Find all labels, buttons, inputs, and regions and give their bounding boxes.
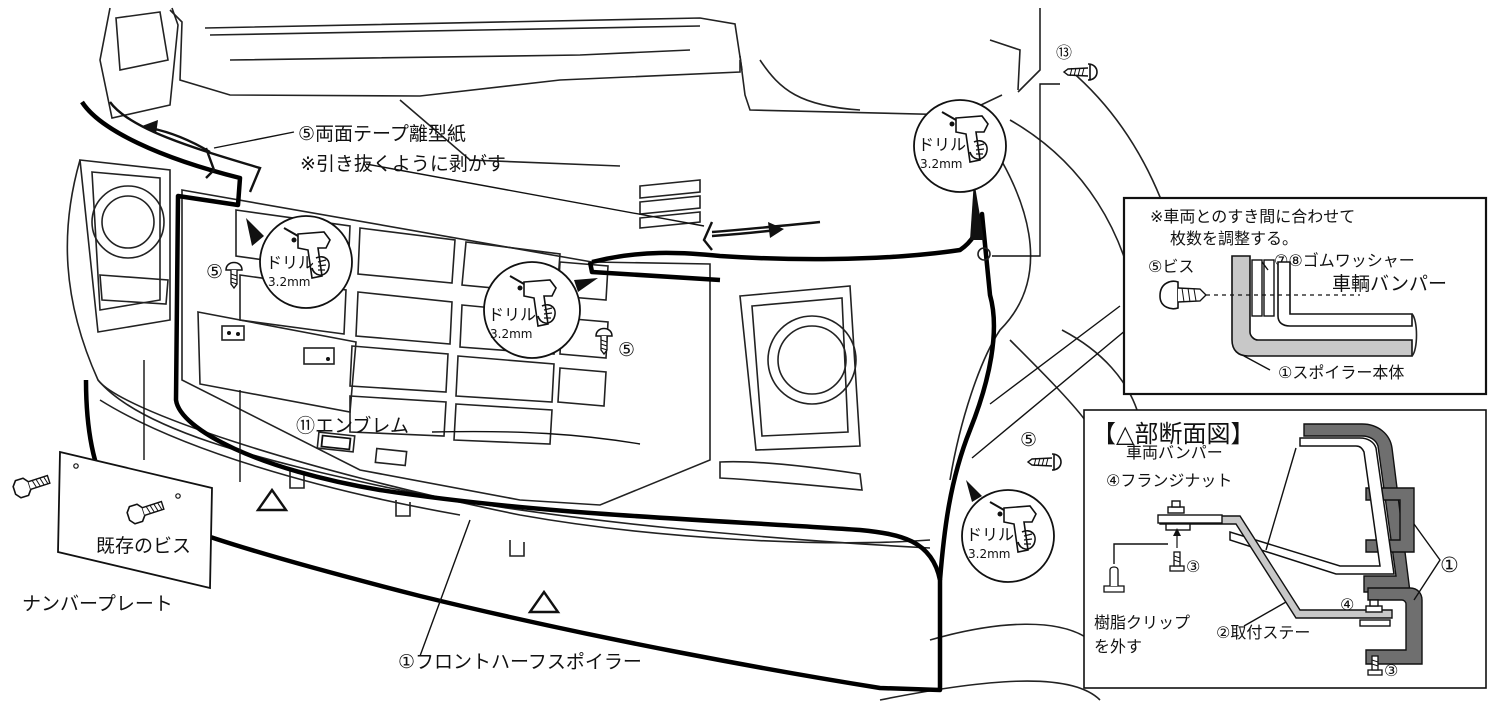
section-vehicle-bumper-label: 車両バンパー <box>1126 443 1223 462</box>
drill-label: ドリル <box>966 525 1014 544</box>
number-plate-label: ナンバープレート <box>22 593 173 615</box>
spoiler-body-label: ①スポイラー本体 <box>1278 363 1404 382</box>
vehicle-front-illustration: ドリル 3.2mm ドリル 3.2mm ドリル 3.2mm ドリル 3.2mm <box>10 7 1191 701</box>
tape-release-note: ※引き抜くように剥がす <box>300 153 506 175</box>
resin-clip-label: 樹脂クリップ <box>1094 613 1190 632</box>
flange-nut-label: ④フランジナット <box>1106 471 1232 490</box>
screw-5-label: ⑤ <box>206 261 223 283</box>
resin-clip-remove-label: を外す <box>1094 637 1142 656</box>
screw-icon <box>1063 63 1098 81</box>
mounting-stay-label: ②取付ステー <box>1216 623 1310 642</box>
tape-pull-arrow-right <box>702 221 784 251</box>
drill-callout: ドリル 3.2mm <box>246 215 353 309</box>
gap-adjustment-inset: ※車両とのすき間に合わせて 枚数を調整する。 ⑦⑧ゴムワッシャー ⑤ビス 車輌バ… <box>1122 196 1488 396</box>
plate-bolt-icon <box>10 469 53 500</box>
section-marker-triangle <box>255 487 289 512</box>
tape-pull-arrow-left <box>142 120 216 179</box>
part-3-label: ③ <box>1186 557 1200 576</box>
drill-size: 3.2mm <box>920 157 962 171</box>
existing-screw-label: 既存のビス <box>96 535 191 557</box>
drill-size: 3.2mm <box>490 327 532 341</box>
tape-release-label: ⑤両面テープ離型紙 <box>298 123 466 145</box>
part-1-label: ① <box>1440 553 1459 577</box>
bolt-icon <box>1367 655 1383 676</box>
section-title: 【△部断面図】 <box>1092 420 1254 448</box>
drill-callout: ドリル 3.2mm <box>483 261 598 359</box>
bolt-icon <box>1169 551 1185 572</box>
gap-note-line-1: ※車両とのすき間に合わせて <box>1150 207 1355 226</box>
emblem-label: ⑪エンブレム <box>296 414 409 437</box>
screw-icon <box>1027 453 1062 471</box>
part-3-label: ③ <box>1384 661 1398 680</box>
washer-label: ⑦⑧ゴムワッシャー <box>1274 251 1415 270</box>
gap-screw-label: ⑤ビス <box>1148 257 1194 276</box>
front-spoiler-label: ①フロントハーフスポイラー <box>398 651 642 673</box>
drill-size: 3.2mm <box>268 275 310 289</box>
screw-5-label: ⑤ <box>618 339 635 361</box>
vehicle-bumper-label: 車輌バンパー <box>1332 273 1447 295</box>
drill-callout: ドリル 3.2mm <box>913 99 1007 240</box>
drill-callout: ドリル 3.2mm <box>961 480 1055 583</box>
drill-label: ドリル <box>488 305 536 324</box>
drill-size: 3.2mm <box>968 547 1010 561</box>
screw-5-label: ⑤ <box>1020 429 1037 451</box>
gap-note-line-2: 枚数を調整する。 <box>1170 229 1298 248</box>
section-view-inset: 【△部断面図】 車両バンパー ④フランジナット ③ ③ <box>1083 409 1487 689</box>
screw-13-label: ⑬ <box>1056 43 1072 62</box>
screw-icon <box>595 327 613 355</box>
drill-label: ドリル <box>918 135 966 154</box>
section-marker-triangle <box>527 589 561 614</box>
part-4-label: ④ <box>1340 595 1354 614</box>
resin-clip-icon <box>1103 566 1125 593</box>
drill-label: ドリル <box>266 253 314 272</box>
